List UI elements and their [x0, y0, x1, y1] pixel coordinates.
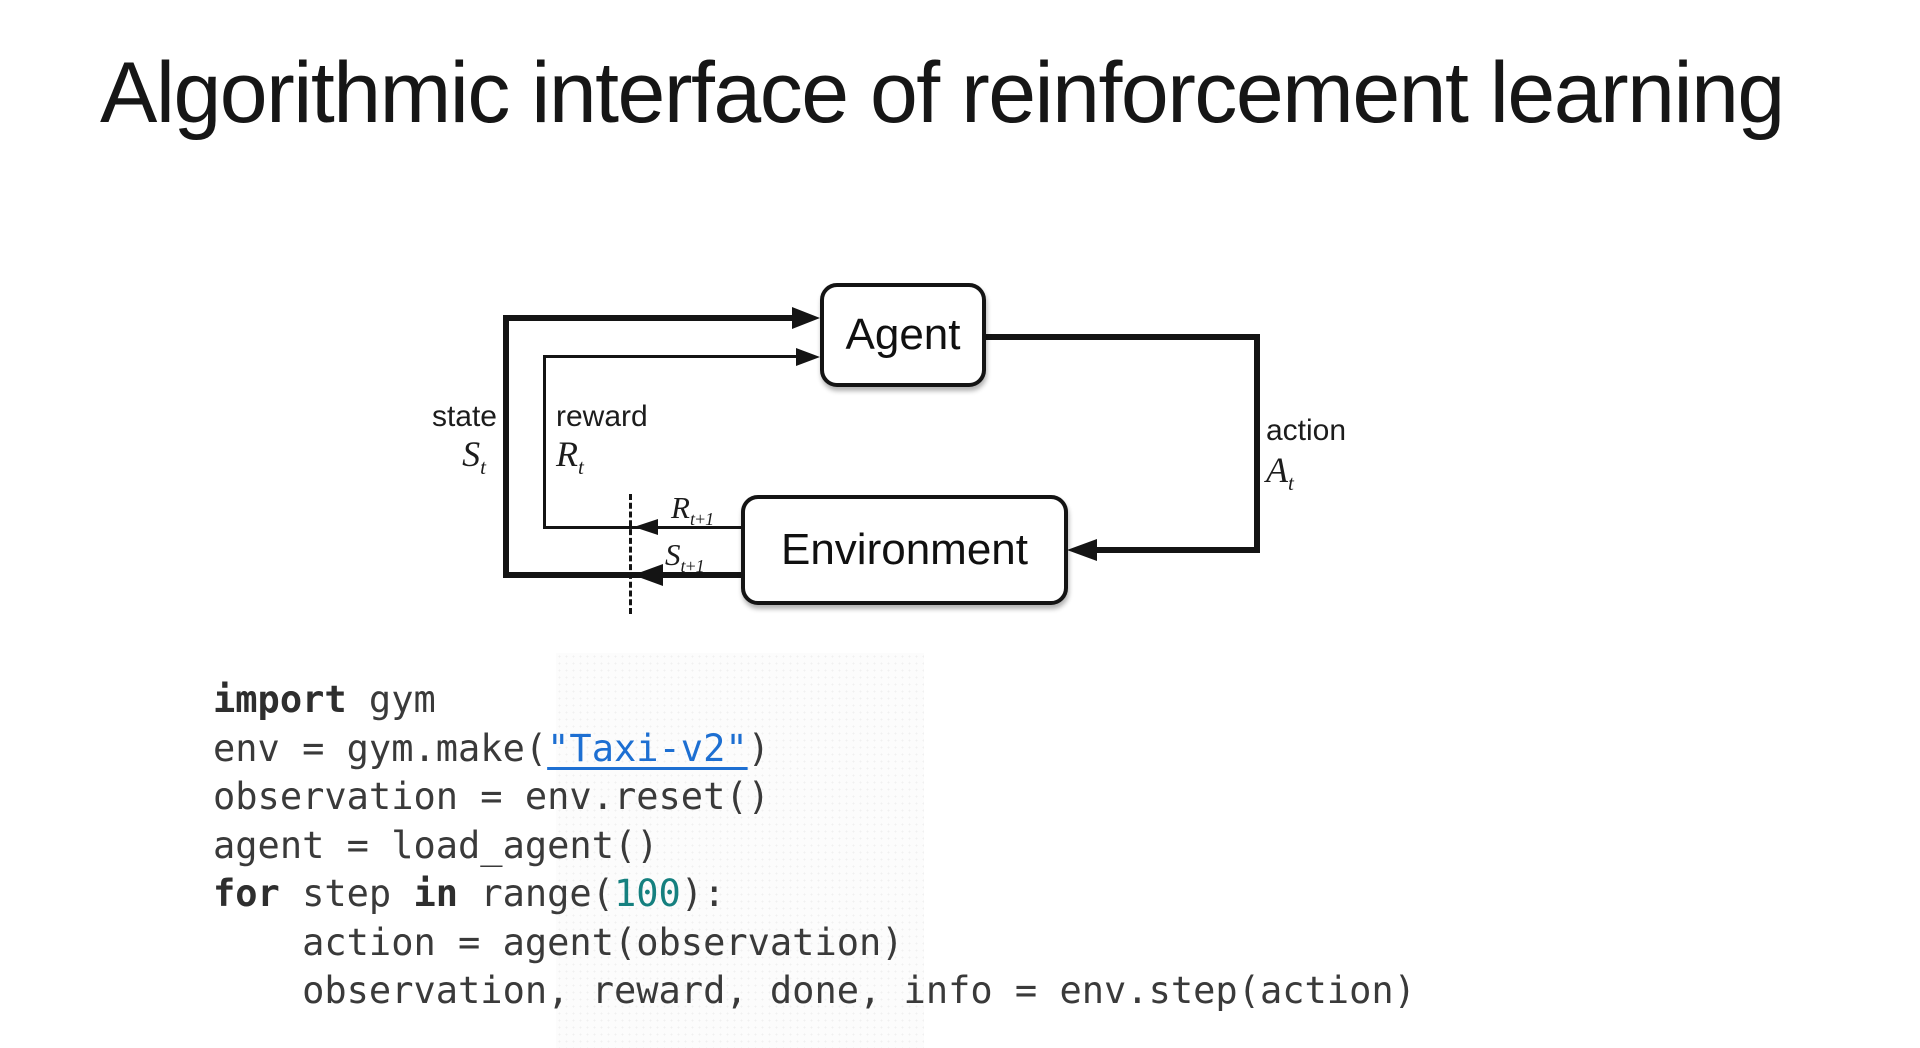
agent-box-label: Agent [845, 310, 961, 359]
code-line: env = gym.make("Taxi-v2") [213, 725, 1416, 774]
reward-line-vertical [543, 355, 546, 529]
state-line-top [503, 315, 799, 321]
taxi-v2-link[interactable]: "Taxi-v2" [547, 726, 748, 770]
action-line-vertical [1254, 334, 1260, 553]
code-line: import gym [213, 676, 1416, 725]
code-line: observation = env.reset() [213, 773, 1416, 822]
action-line-bottom [1090, 547, 1260, 553]
code-line: action = agent(observation) [213, 919, 1416, 968]
code-token: step [279, 872, 414, 915]
code-token: action = agent(observation) [213, 920, 904, 964]
code-token: import [213, 678, 347, 721]
reward-line-top [543, 355, 798, 358]
code-token: observation, reward, done, info = env.st… [213, 969, 1416, 1012]
code-token: ): [680, 872, 726, 915]
action-label: action [1266, 414, 1347, 447]
code-token: ) [747, 726, 770, 770]
agent-box: Agent [820, 283, 986, 387]
action-symbol: At [1266, 450, 1294, 495]
watermark-texture [556, 653, 924, 1048]
action-line-top [984, 334, 1260, 340]
code-token: agent = load_agent() [213, 823, 659, 867]
code-line: observation, reward, done, info = env.st… [213, 967, 1416, 1016]
action-arrowhead-into-environment [1067, 539, 1097, 561]
timestep-dashed-line [629, 494, 632, 614]
code-token: env = gym.make( [213, 726, 548, 770]
code-token: for [213, 872, 280, 915]
code-line: agent = load_agent() [213, 822, 1416, 871]
reward-symbol: Rt [556, 434, 584, 479]
code-token: gym [346, 678, 436, 721]
code-token: in [413, 872, 459, 915]
reward-next-arrowhead [634, 519, 658, 535]
state-next-symbol: St+1 [665, 537, 705, 576]
state-symbol: St [462, 434, 486, 479]
reward-arrowhead-into-agent [796, 348, 820, 366]
state-arrowhead-into-agent [792, 307, 820, 329]
code-token: 100 [613, 872, 681, 915]
code-token: observation = env.reset() [213, 775, 770, 818]
state-label: state [431, 400, 497, 433]
environment-box-label: Environment [780, 525, 1028, 574]
state-line-vertical [503, 315, 509, 578]
state-line-bottom [503, 572, 742, 578]
reward-next-symbol: Rt+1 [671, 490, 714, 529]
reward-label: reward [556, 400, 648, 433]
environment-box: Environment [741, 495, 1068, 605]
slide-title: Algorithmic interface of reinforcement l… [100, 45, 1785, 141]
code-token: range( [458, 872, 614, 915]
state-next-arrowhead [633, 564, 663, 586]
code-line: for step in range(100): [213, 870, 1416, 919]
